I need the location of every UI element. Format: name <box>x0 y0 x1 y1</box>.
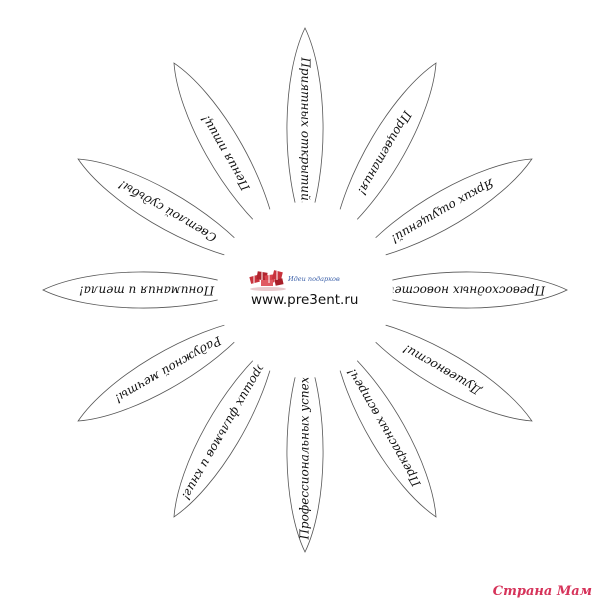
petal-outline <box>358 271 568 309</box>
petal-label: Прекрасных встреч! <box>344 366 424 490</box>
petal-outline <box>351 316 533 422</box>
petal-outline <box>286 343 324 553</box>
petal-outline <box>42 271 252 309</box>
flower-center <box>217 202 393 378</box>
petal-outline <box>173 336 279 518</box>
logo-caption: Идеи подарков <box>287 275 340 283</box>
petal-label: Превосходных новостей! <box>382 284 546 298</box>
site-url: www.pre3ent.ru <box>251 292 358 308</box>
petal-label: Светлой судьбы! <box>116 177 219 245</box>
petal-outline <box>331 336 437 518</box>
petal-outline <box>173 62 279 244</box>
petal-outline <box>331 62 437 244</box>
petal-outline <box>286 27 324 237</box>
petal-outline <box>77 158 259 264</box>
petal: Профессиональных успехов! <box>286 343 324 553</box>
petal-label: Профессиональных успехов! <box>298 357 312 540</box>
petal-label: Радужной мечты! <box>112 333 224 406</box>
petal-outline <box>77 316 259 422</box>
watermark: Страна Мам <box>493 584 592 599</box>
petal-label: Ярких ощущений! <box>388 176 497 247</box>
petal-label: Приятных открытий! <box>299 56 313 206</box>
petal: Понимания и тепла! <box>42 271 252 309</box>
petal-outline <box>351 158 533 264</box>
petal: Превосходных новостей! <box>358 271 568 309</box>
gift-logo-icon <box>249 270 286 291</box>
petal-label: Понимания и тепла! <box>79 284 215 298</box>
petal: Приятных открытий! <box>286 27 324 237</box>
